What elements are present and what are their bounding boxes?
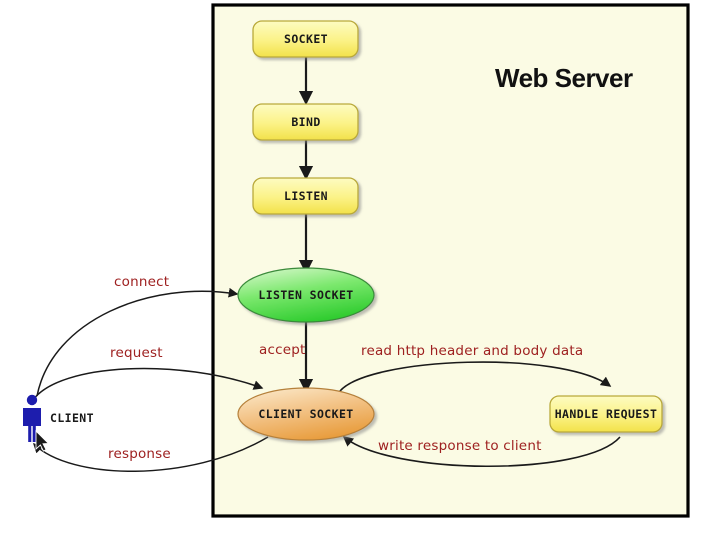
node-socket[interactable] [252, 20, 359, 58]
edge-read-http [339, 361, 612, 392]
person-icon [23, 394, 41, 442]
edge-response [32, 436, 269, 472]
node-listen-socket[interactable] [237, 267, 375, 323]
edge-write-response [342, 436, 621, 468]
edge-label-read-http: read http header and body data [361, 343, 584, 359]
edge-label-response: response [108, 446, 171, 462]
page-title: Web Server [495, 63, 633, 93]
edge-label-connect: connect [114, 274, 170, 290]
mouse-cursor-icon [35, 429, 50, 452]
node-listen[interactable] [252, 177, 359, 215]
node-label-listen-socket: LISTEN SOCKET [258, 288, 354, 302]
edge-label-write-response: write response to client [378, 438, 542, 454]
node-bind[interactable] [252, 103, 359, 141]
node-label-handle-request: HANDLE REQUEST [554, 407, 658, 421]
node-label-client-socket: CLIENT SOCKET [258, 407, 354, 421]
edge-request [32, 367, 264, 401]
edge-connect [36, 287, 239, 397]
client-label: CLIENT [50, 411, 94, 425]
node-label-bind: BIND [291, 115, 321, 129]
node-handle-request[interactable] [549, 395, 663, 433]
node-label-listen: LISTEN [284, 189, 328, 203]
node-label-socket: SOCKET [284, 32, 328, 46]
node-client-socket[interactable] [237, 387, 375, 441]
edge-label-accept: accept [259, 342, 306, 358]
edge-label-request: request [110, 345, 163, 361]
